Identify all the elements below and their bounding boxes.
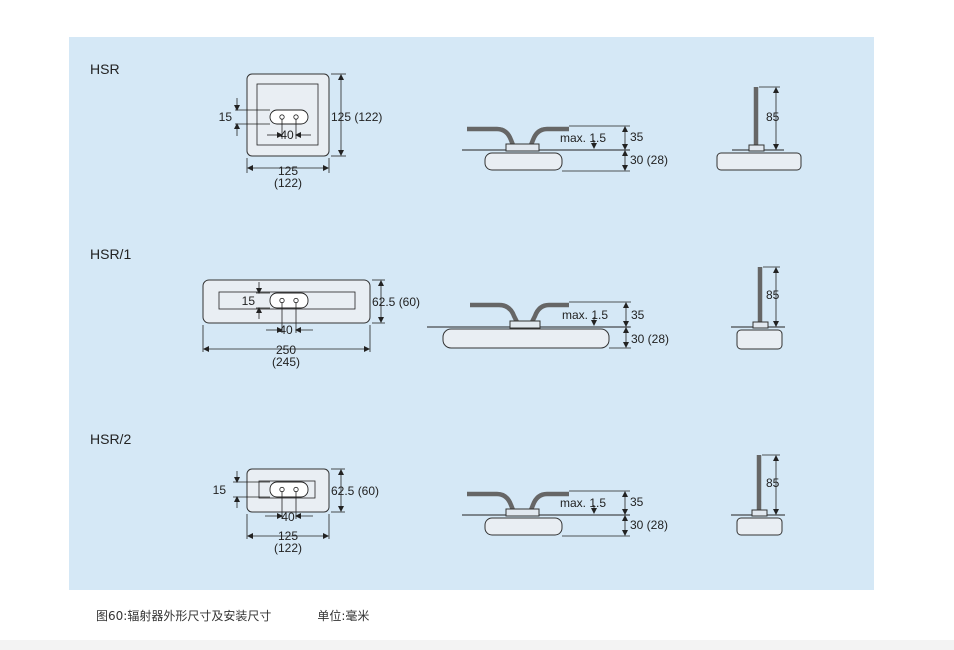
row-title-hsr: HSR [90, 61, 120, 77]
hsr-side-body [484, 152, 563, 171]
hsr2-side-view: max. 1.5 35 30 (28) [462, 490, 668, 537]
hsr-dim-width-alt: (122) [274, 176, 302, 190]
hsr1-side-bracket [509, 320, 541, 329]
hsr1-dim-width-alt: (245) [272, 355, 300, 369]
hsr-side-view: max. 1.5 35 30 (28) [462, 125, 668, 172]
hsr2-dim-height: 62.5 (60) [331, 484, 379, 498]
hsr-end-body [716, 152, 802, 171]
hsr2-end-body [736, 517, 783, 536]
hsr2-dim-hole: 15 [213, 483, 227, 497]
hsr1-dim-top: 35 [631, 308, 645, 322]
hsr-dim-gap: max. 1.5 [560, 131, 606, 145]
figure-caption: 图60:辐射器外形尺寸及安装尺寸 单位:毫米 [96, 607, 369, 624]
hsr-end-view: 85 [716, 86, 802, 171]
hsr1-mounting-slot [269, 292, 309, 309]
hsr2-mounting-slot [269, 481, 309, 498]
hsr1-end-view: 85 [731, 266, 785, 350]
dimension-drawings: 15 40 125 (122) 125 (122) [202, 73, 802, 555]
hsr2-side-body [484, 517, 563, 536]
diagram-panel: HSR HSR/1 HSR/2 15 40 [69, 37, 874, 590]
hsr2-dim-width-alt: (122) [274, 541, 302, 555]
footer-bar [0, 640, 954, 650]
hsr-dim-pitch: 40 [280, 128, 294, 142]
hsr-mounting-slot [269, 109, 309, 125]
hsr1-side-body [442, 328, 610, 349]
hsr2-side-bracket [505, 508, 540, 517]
hsr2-dim-width: 125 [278, 529, 298, 543]
hsr1-dim-end-height: 85 [766, 288, 780, 302]
caption-unit: 单位:毫米 [317, 609, 370, 623]
hsr1-front-view: 15 40 62.5 (60) 250 (245) [202, 279, 420, 369]
hsr2-dim-bottom: 30 (28) [630, 518, 668, 532]
hsr2-dim-pitch: 40 [281, 510, 295, 524]
hsr2-dim-gap: max. 1.5 [560, 496, 606, 510]
hsr-dim-height: 125 (122) [331, 110, 382, 124]
hsr2-front-view: 15 40 62.5 (60) 125 (122) [213, 468, 379, 555]
hsr-dim-width: 125 [278, 164, 298, 178]
hsr2-front-inner [258, 480, 316, 499]
hsr2-dim-end-height: 85 [766, 476, 780, 490]
hsr1-dim-height: 62.5 (60) [372, 295, 420, 309]
hsr-front-inner [256, 83, 319, 146]
hsr1-dim-width: 250 [276, 343, 296, 357]
hsr2-dim-top: 35 [630, 495, 644, 509]
hsr-dim-end-height: 85 [766, 110, 780, 124]
hsr1-dim-hole: 15 [242, 294, 256, 308]
hsr-side-bracket [505, 143, 540, 152]
hsr2-end-view: 85 [731, 454, 785, 536]
row-title-hsr1: HSR/1 [90, 246, 132, 262]
row-title-hsr2: HSR/2 [90, 431, 132, 447]
hsr-dim-hole: 15 [219, 110, 233, 124]
hsr1-dim-gap: max. 1.5 [562, 308, 608, 322]
hsr1-front-inner [218, 291, 356, 310]
caption-text: 图60:辐射器外形尺寸及安装尺寸 [96, 609, 272, 623]
hsr1-dim-bottom: 30 (28) [631, 332, 669, 346]
hsr1-dim-pitch: 40 [279, 323, 293, 337]
hsr1-side-view: max. 1.5 35 30 (28) [427, 301, 669, 349]
hsr1-end-body [736, 329, 783, 350]
hsr-dim-bottom: 30 (28) [630, 153, 668, 167]
hsr-dim-top: 35 [630, 130, 644, 144]
hsr-front-view: 15 40 125 (122) 125 (122) [219, 73, 382, 190]
